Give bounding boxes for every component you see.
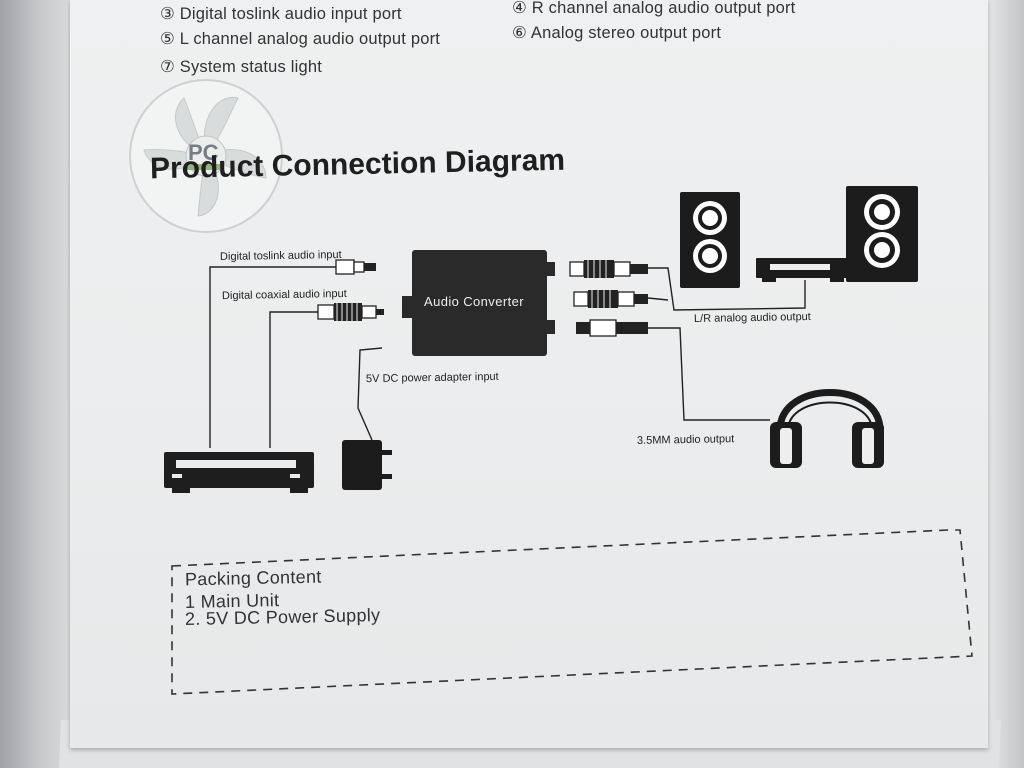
- lr-output-wire: [648, 267, 806, 311]
- disc-player-icon: [164, 452, 314, 493]
- lr-output-wire-2: [647, 297, 669, 301]
- rca-output-connectors-icon: [569, 260, 648, 337]
- legend-item-toslink-port: ③ Digital toslink audio input port: [160, 5, 402, 23]
- background-right: [988, 0, 1024, 768]
- coaxial-wire: [269, 311, 318, 448]
- toslink-wire: [209, 266, 336, 448]
- packing-box-border: [171, 529, 973, 695]
- toslink-connector-icon: [335, 259, 376, 275]
- watermark-logo: PC: [128, 78, 284, 234]
- converter-label: Audio Converter: [424, 294, 524, 309]
- background-left: [0, 0, 70, 768]
- legend-item-r-channel-port: ④ R channel analog audio output port: [512, 0, 796, 17]
- right-speaker-icon: [846, 186, 918, 282]
- audio-converter-icon: [402, 250, 555, 356]
- headphone-output-label: 3.5MM audio output: [636, 433, 735, 447]
- lr-output-label: L/R analog audio output: [693, 310, 811, 326]
- coaxial-connector-icon: [317, 303, 384, 321]
- legend-item-status-light: ⑦ System status light: [160, 58, 323, 76]
- legend-item-stereo-port: ⑥ Analog stereo output port: [512, 24, 722, 42]
- packing-item-power-supply: 2. 5V DC Power Supply: [184, 604, 381, 630]
- watermark-fan-icon: PC: [129, 79, 283, 233]
- left-speaker-icon: [680, 192, 740, 288]
- power-input-label: 5V DC power adapter input: [365, 370, 499, 386]
- toslink-input-label: Digital toslink audio input: [219, 248, 342, 264]
- power-wire: [357, 347, 383, 441]
- power-adapter-icon: [342, 440, 392, 490]
- headphones-icon: [770, 389, 884, 468]
- headphone-wire: [648, 327, 770, 421]
- watermark-text: PC: [188, 140, 219, 165]
- legend-item-l-channel-port: ⑤ L channel analog audio output port: [160, 30, 441, 48]
- amplifier-icon: [756, 258, 850, 282]
- packing-title: Packing Content: [184, 566, 322, 590]
- coaxial-input-label: Digital coaxial audio input: [221, 287, 347, 303]
